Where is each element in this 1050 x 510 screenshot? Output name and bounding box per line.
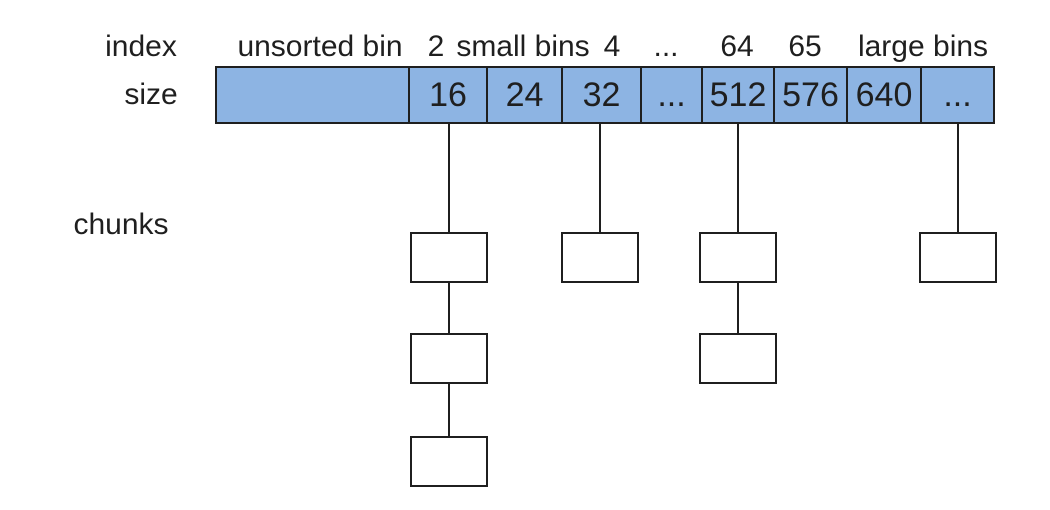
chunk-box: [699, 333, 777, 384]
chunk-box: [919, 232, 997, 283]
chunk-box: [561, 232, 639, 283]
bin-cell-ellipsis-large: ...: [920, 66, 995, 124]
index-65-label: 65: [788, 30, 822, 63]
connector-line: [957, 122, 959, 232]
chunk-box: [699, 232, 777, 283]
chunk-box: [410, 436, 488, 487]
bin-cell-32: 32: [561, 66, 642, 124]
bin-cell-512: 512: [701, 66, 775, 124]
chunk-box: [410, 333, 488, 384]
connector-line: [599, 122, 601, 232]
unsorted-bin-label: unsorted bin: [237, 30, 403, 63]
connector-line: [737, 283, 739, 333]
bin-cell-ellipsis-small: ...: [640, 66, 703, 124]
size-bar: 16 24 32 ... 512 576 640 ...: [215, 66, 995, 124]
index-2-label: 2: [427, 30, 445, 63]
bin-cell-24: 24: [486, 66, 563, 124]
index-4-label: 4: [603, 30, 621, 63]
index-row-label: index: [105, 30, 177, 63]
bin-cell-16: 16: [408, 66, 488, 124]
connector-line: [448, 122, 450, 232]
chunks-row-label: chunks: [73, 208, 169, 241]
connector-line: [448, 283, 450, 333]
large-bins-label: large bins: [857, 30, 989, 63]
chunk-box: [410, 232, 488, 283]
small-bins-label: small bins: [456, 30, 590, 63]
index-ellipsis-label: ...: [653, 30, 679, 63]
index-64-label: 64: [720, 30, 754, 63]
bin-cell-unsorted: [215, 66, 410, 124]
size-row-label: size: [124, 78, 178, 111]
bin-cell-640: 640: [846, 66, 922, 124]
connector-line: [737, 122, 739, 232]
connector-line: [448, 384, 450, 436]
bin-cell-576: 576: [773, 66, 848, 124]
